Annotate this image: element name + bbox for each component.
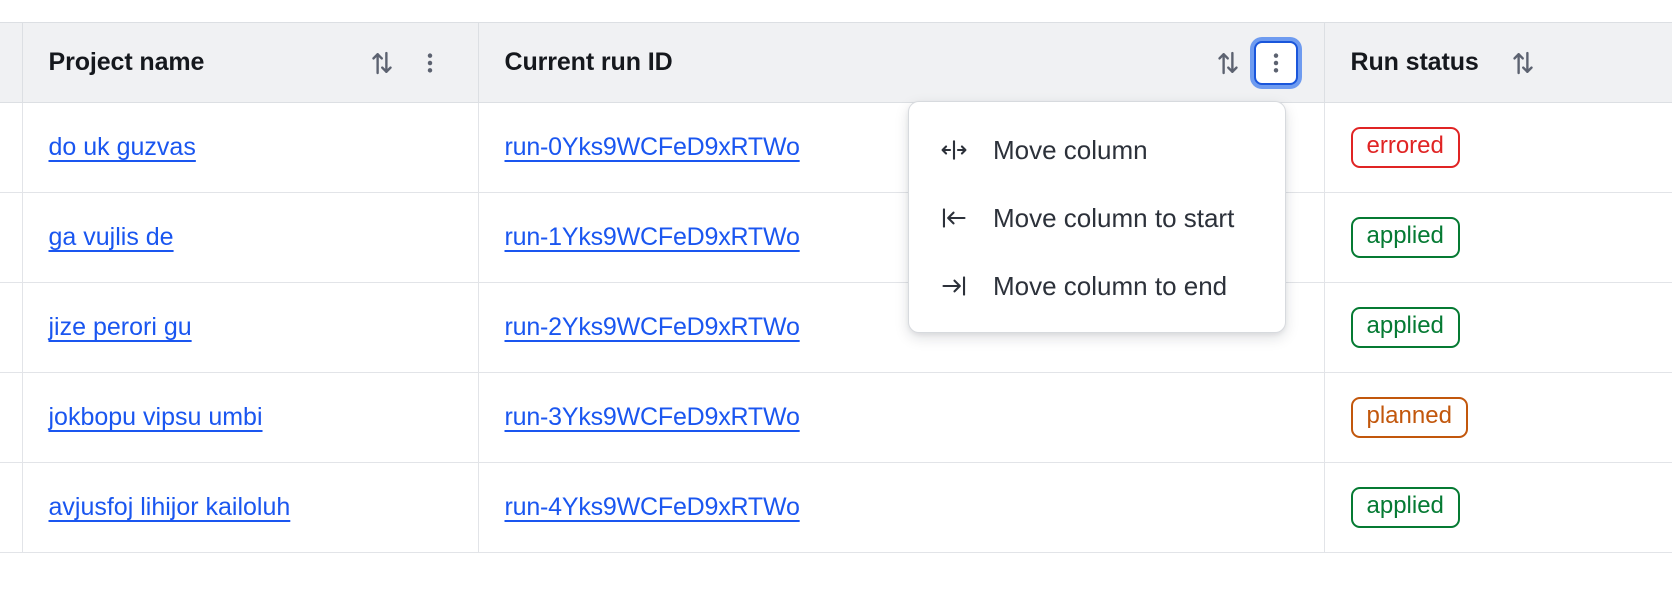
table-row: jokbopu vipsu umbi run-3Yks9WCFeD9xRTWo … xyxy=(0,372,1672,463)
column-header-run-status[interactable]: Run status xyxy=(1324,22,1672,103)
current-run-id-link[interactable]: run-3Yks9WCFeD9xRTWo xyxy=(504,403,800,431)
column-header-label-current-run-id: Current run ID xyxy=(504,48,673,76)
column-header-current-run-id[interactable]: Current run ID xyxy=(478,22,1325,103)
current-run-id-link[interactable]: run-0Yks9WCFeD9xRTWo xyxy=(504,133,800,161)
table-row: jize perori gu run-2Yks9WCFeD9xRTWo appl… xyxy=(0,282,1672,373)
row-gutter-cell xyxy=(0,102,23,193)
move-column-icon xyxy=(937,136,971,164)
table-row: do uk guzvas run-0Yks9WCFeD9xRTWo errore… xyxy=(0,102,1672,193)
kebab-vertical-icon xyxy=(1263,50,1289,76)
status-badge: applied xyxy=(1350,307,1460,348)
project-name-link[interactable]: avjusfoj lihijor kailoluh xyxy=(48,493,291,521)
row-gutter-cell xyxy=(0,372,23,463)
current-run-id-link[interactable]: run-2Yks9WCFeD9xRTWo xyxy=(504,313,800,341)
run-status-cell: applied xyxy=(1324,192,1672,283)
run-status-cell: applied xyxy=(1324,282,1672,373)
table-row: ga vujlis de run-1Yks9WCFeD9xRTWo applie… xyxy=(0,192,1672,283)
menu-item-move-column-to-start[interactable]: Move column to start xyxy=(909,184,1285,252)
current-run-id-link[interactable]: run-1Yks9WCFeD9xRTWo xyxy=(504,223,800,251)
current-run-id-cell: run-4Yks9WCFeD9xRTWo xyxy=(478,462,1325,553)
run-status-cell: errored xyxy=(1324,102,1672,193)
sort-updown-icon xyxy=(1213,48,1243,78)
move-to-start-icon xyxy=(937,204,971,232)
status-badge: applied xyxy=(1350,217,1460,258)
menu-item-move-column-to-end[interactable]: Move column to end xyxy=(909,252,1285,320)
column-menu-button-current-run-id[interactable] xyxy=(1253,40,1298,85)
current-run-id-link[interactable]: run-4Yks9WCFeD9xRTWo xyxy=(504,493,800,521)
status-badge: applied xyxy=(1350,487,1460,528)
status-badge: planned xyxy=(1350,397,1468,438)
project-name-link[interactable]: jokbopu vipsu umbi xyxy=(48,403,263,431)
menu-item-label: Move column xyxy=(993,134,1148,165)
row-gutter-cell xyxy=(0,192,23,283)
kebab-vertical-icon xyxy=(417,50,443,76)
column-header-project-name[interactable]: Project name xyxy=(22,22,479,103)
run-status-cell: applied xyxy=(1324,462,1672,553)
row-gutter-cell xyxy=(0,462,23,553)
column-header-label-run-status: Run status xyxy=(1350,48,1479,76)
project-name-link[interactable]: ga vujlis de xyxy=(48,223,174,251)
projects-table-container: Project name xyxy=(0,22,1672,553)
project-name-link[interactable]: jize perori gu xyxy=(48,313,192,341)
table-header-row: Project name xyxy=(0,22,1672,103)
status-badge: errored xyxy=(1350,127,1460,168)
row-gutter-cell xyxy=(0,282,23,373)
menu-item-label: Move column to end xyxy=(993,270,1228,301)
menu-item-move-column[interactable]: Move column xyxy=(909,116,1285,184)
sort-button-project-name[interactable] xyxy=(360,41,404,85)
project-name-cell: jokbopu vipsu umbi xyxy=(22,372,479,463)
current-run-id-cell: run-3Yks9WCFeD9xRTWo xyxy=(478,372,1325,463)
project-name-cell: ga vujlis de xyxy=(22,192,479,283)
project-name-cell: do uk guzvas xyxy=(22,102,479,193)
project-name-link[interactable]: do uk guzvas xyxy=(48,133,196,161)
menu-item-label: Move column to start xyxy=(993,202,1235,233)
project-name-cell: avjusfoj lihijor kailoluh xyxy=(22,462,479,553)
sort-button-current-run-id[interactable] xyxy=(1206,41,1250,85)
table-body: do uk guzvas run-0Yks9WCFeD9xRTWo errore… xyxy=(0,102,1672,553)
sort-button-run-status[interactable] xyxy=(1501,41,1545,85)
column-header-label-project-name: Project name xyxy=(48,48,205,76)
sort-updown-icon xyxy=(367,48,397,78)
project-name-cell: jize perori gu xyxy=(22,282,479,373)
table-header: Project name xyxy=(0,22,1672,103)
table-row: avjusfoj lihijor kailoluh run-4Yks9WCFeD… xyxy=(0,462,1672,553)
projects-table: Project name xyxy=(0,22,1672,553)
column-context-menu: Move column Move column to start Move co… xyxy=(908,101,1286,333)
column-header-gutter xyxy=(0,22,23,103)
sort-updown-icon xyxy=(1508,48,1538,78)
move-to-end-icon xyxy=(937,272,971,300)
run-status-cell: planned xyxy=(1324,372,1672,463)
column-menu-button-project-name[interactable] xyxy=(408,41,452,85)
